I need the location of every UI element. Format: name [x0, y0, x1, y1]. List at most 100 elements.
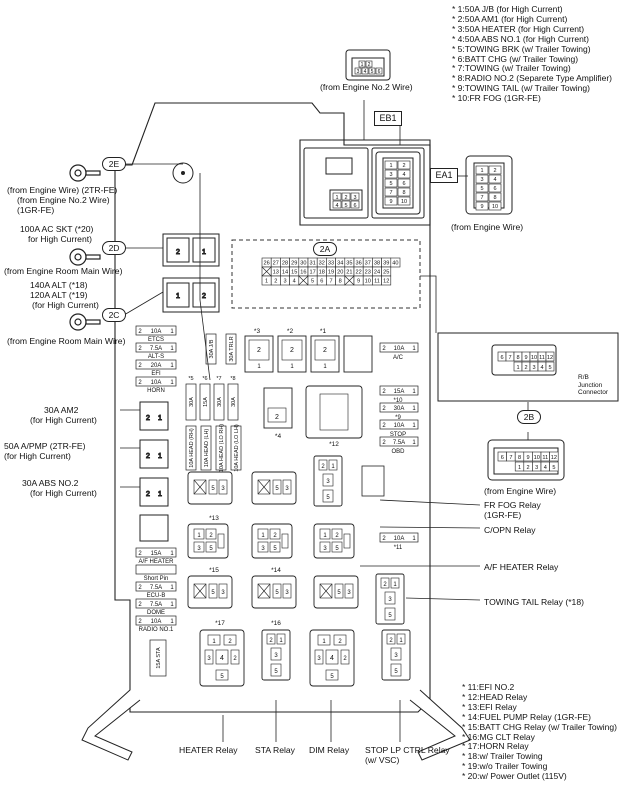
legend-line: * 5:TOWING BRK (w/ Trailer Towing): [452, 43, 591, 54]
pin-cell: [365, 60, 373, 68]
relay-pin: [272, 479, 282, 495]
fuse-rating: 10A HEAD (LO RH): [219, 424, 225, 472]
pin-number: 10: [492, 204, 498, 210]
pin-cross: [298, 275, 309, 286]
label-heater-relay: HEATER Relay: [179, 745, 238, 755]
relay-inner: [267, 407, 287, 423]
vertical-fuses-low: 10A HEAD (RH)10A HEAD (LH)10A HEAD (LO R…: [185, 424, 242, 472]
pin-number: 2: [228, 639, 232, 645]
pin-number: 1: [176, 293, 180, 300]
bracket-legs: [81, 689, 471, 761]
vertical-fuse: [200, 425, 212, 471]
pin-number: 1: [335, 195, 338, 201]
fuse-rating: 10A: [151, 329, 162, 335]
pin-number: 1: [412, 423, 416, 429]
relay-pin: [266, 633, 276, 645]
relay-pin: [390, 577, 400, 589]
vertical-fuse: [225, 333, 237, 365]
pin-number: 4: [293, 279, 296, 285]
pin-number: 4: [364, 69, 367, 75]
pin-number: 8: [518, 455, 521, 461]
pin-number: 1: [516, 365, 519, 371]
pin-cross: [319, 583, 333, 599]
pin-number: 4: [402, 172, 405, 178]
pin-number: 2: [344, 195, 347, 201]
legend-line: * 18:w/ Trailer Towing: [462, 751, 543, 762]
vertical-fuse: [199, 383, 211, 421]
pin-number: 2: [527, 465, 530, 471]
fuse-name: *8: [230, 376, 235, 382]
relay-marker: *1: [320, 328, 327, 335]
pin-number: 1: [412, 406, 416, 412]
pin-cell: [384, 187, 398, 197]
fuse-name: *10: [393, 398, 403, 404]
relay-pin: [270, 663, 282, 677]
relay-pin: [344, 583, 354, 599]
relay-inner: [281, 339, 303, 361]
pin-number: 3: [283, 279, 286, 285]
pin-cell: [390, 257, 401, 268]
leader-line: [405, 597, 481, 601]
pin-number: 1: [412, 389, 416, 395]
pin-number: 2: [524, 365, 527, 371]
pin-number: 2: [138, 585, 142, 591]
tag-2e: 2E: [102, 157, 126, 171]
pin-number: 1: [323, 364, 327, 370]
big-fuse: [139, 477, 169, 507]
relay-pin: [207, 634, 221, 646]
pin-number: 35: [346, 261, 352, 267]
legend-line: * 10:FR FOG (1GR-FE): [452, 93, 541, 104]
pin-number: 1: [323, 533, 327, 539]
pin-cell: [397, 187, 411, 197]
pin-number: 31: [309, 261, 315, 267]
label-2e-line1: (from Engine Wire) (2TR-FE): [7, 185, 118, 195]
relay-pin: [215, 649, 229, 665]
pin-number: 1: [331, 464, 335, 470]
fuse-name: DOME: [147, 610, 165, 616]
relay-pin: [269, 541, 281, 553]
legend-line: * 16:MG CLT Relay: [462, 731, 535, 742]
pin-cell: [397, 178, 411, 188]
label-stop-lp-1: STOP LP CTRL Relay: [365, 745, 450, 755]
fuse-rating: 30A TRLR: [229, 336, 235, 361]
pin-number: 5: [389, 181, 392, 187]
pin-number: 27: [273, 261, 279, 267]
relay-pin: [272, 583, 282, 599]
pin-number: 10: [401, 199, 407, 205]
legend-line: * 14:FUEL PUMP Relay (1GR-FE): [462, 711, 591, 722]
pin-number: 1: [480, 168, 483, 174]
label-alt-1: 140A ALT (*18): [30, 280, 88, 290]
ring-hole: [74, 318, 82, 326]
leader-line: [420, 275, 437, 333]
relay-pin: [384, 607, 396, 621]
pin-number: 38: [374, 261, 380, 267]
pin-number: 3: [317, 656, 321, 662]
relay-pin: [319, 528, 331, 540]
pin-number: 3: [221, 486, 225, 492]
pin-cell: [545, 351, 555, 362]
pin-cell: [332, 192, 342, 201]
legend-line: * 2:50A AM1 (for High Current): [452, 13, 568, 24]
fuse-rating: 10A: [394, 346, 405, 352]
vertical-fuse: [215, 425, 227, 471]
pin-number: 3: [261, 546, 265, 552]
pin-cell: [341, 192, 351, 201]
pin-number: 2: [257, 347, 261, 354]
pin-number: 6: [493, 186, 496, 192]
fuse-rating: 10A: [394, 536, 405, 542]
small-fuse: [379, 532, 419, 543]
pin-number: 9: [480, 204, 483, 210]
pin-number: 4: [544, 465, 547, 471]
relay-pin: [319, 541, 331, 553]
pin-cell: [475, 192, 489, 202]
pin-number: 12: [383, 279, 389, 285]
pin-number: 21: [346, 270, 352, 276]
pin-number: 5: [552, 465, 555, 471]
pin-number: 18: [319, 270, 325, 276]
relay-marker: *16: [271, 620, 281, 627]
fuse-rating: 10A HEAD (LO LH): [234, 424, 240, 472]
pin-number: 7: [509, 455, 512, 461]
relay-pin: [331, 528, 343, 540]
legend-line: * 11:EFI NO.2: [462, 682, 515, 692]
